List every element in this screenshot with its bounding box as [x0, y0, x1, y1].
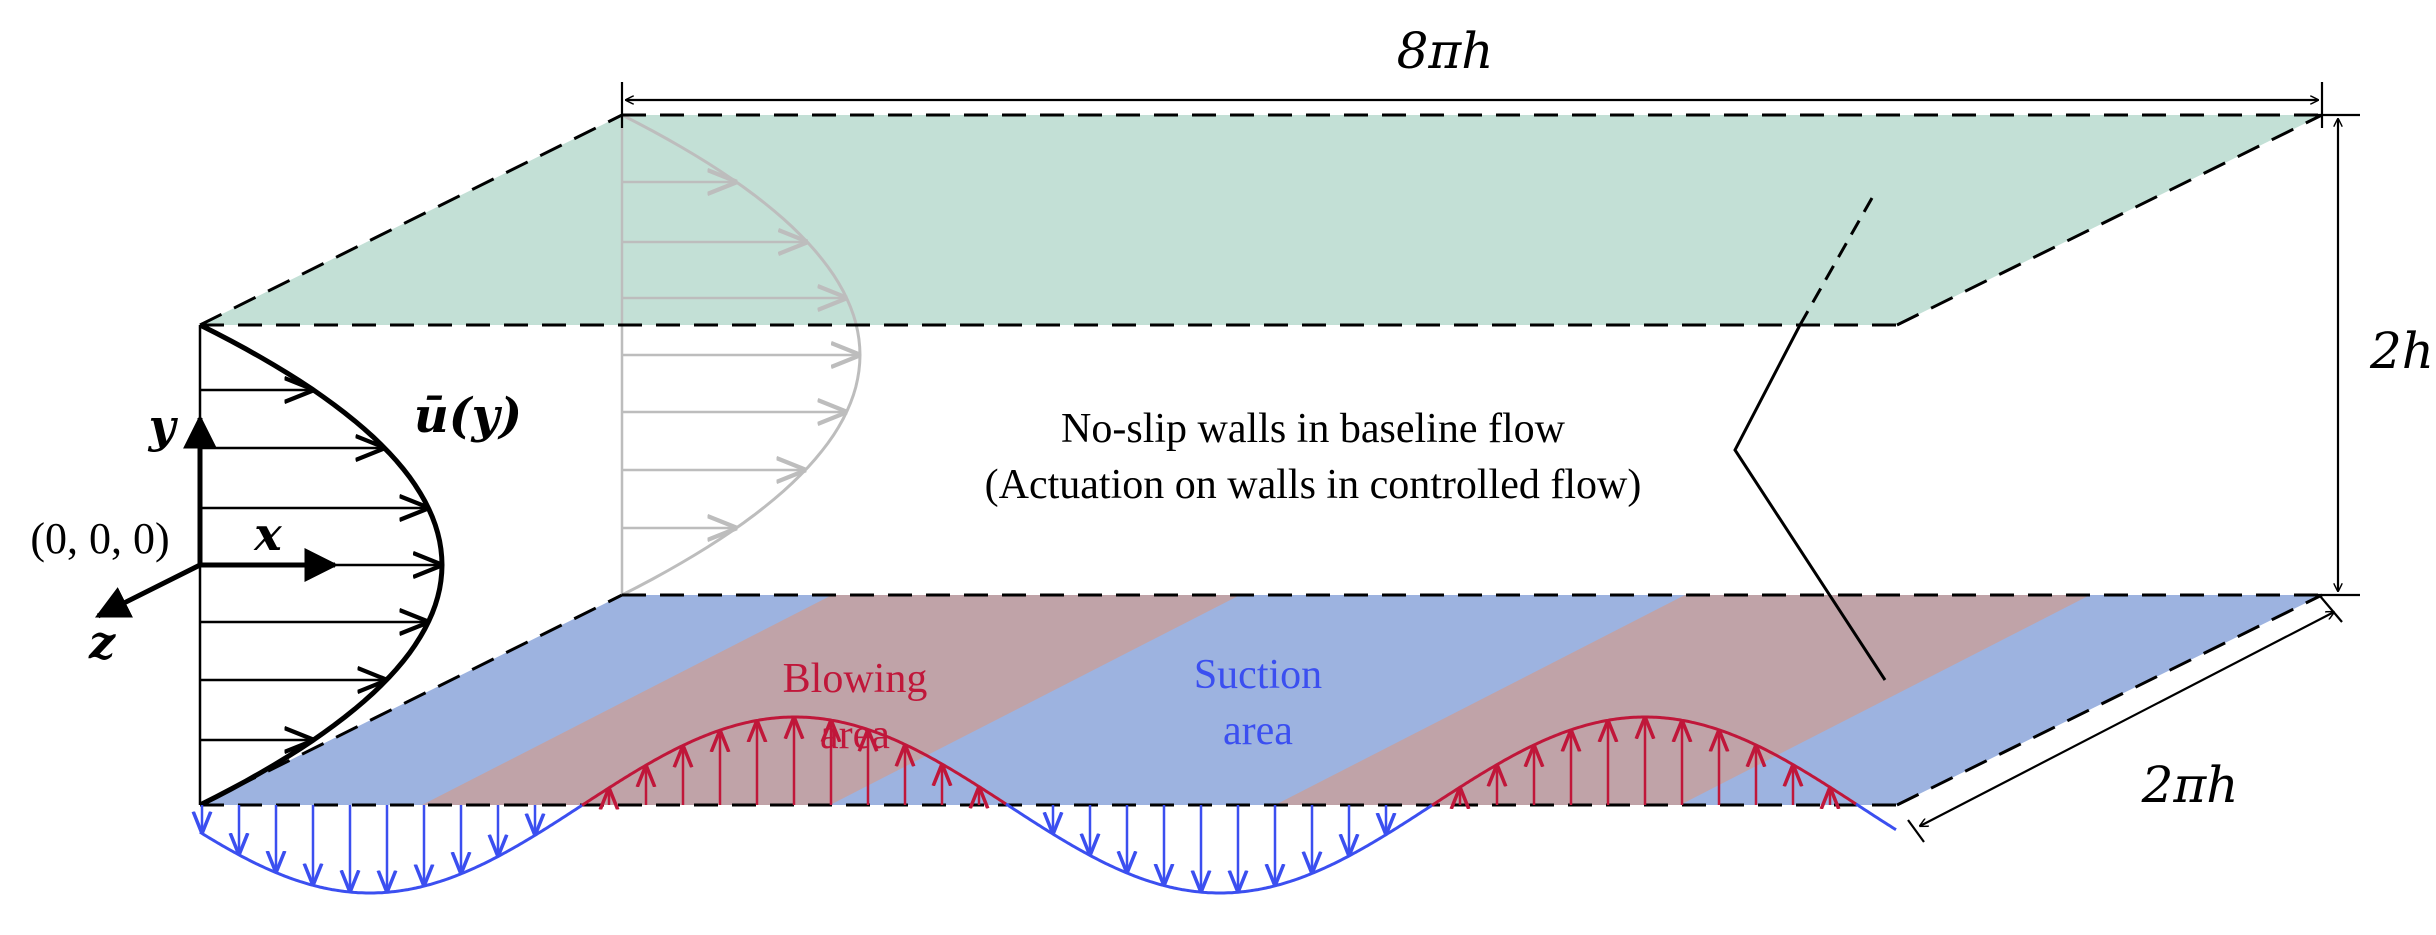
z-axis-label: z: [88, 615, 116, 669]
height-dimension: [2300, 113, 2360, 597]
suction-area-label-line1: Suction: [1194, 652, 1322, 698]
origin-label: (0, 0, 0): [30, 514, 169, 563]
suction-area-label-line2: area: [1223, 708, 1293, 754]
length-dimension: [620, 82, 2324, 128]
top-wall: [200, 115, 2322, 325]
suction-curve: [1005, 802, 1433, 895]
height-label: 2h: [2369, 322, 2434, 380]
y-axis-label: y: [148, 399, 179, 453]
callout-lines: [1733, 197, 1887, 681]
blowing-area-label-line2: area: [820, 712, 890, 758]
suction-curve: [1855, 802, 1897, 831]
z-axis-arrow: [94, 562, 202, 619]
length-label: 8πh: [1397, 22, 1494, 80]
suction-curve: [199, 804, 583, 895]
blowing-band-1: [422, 595, 1240, 805]
wall-actuation: [199, 715, 1897, 895]
x-axis-label: x: [253, 507, 282, 561]
width-label: 2πh: [2141, 756, 2239, 814]
width-dimension: [1907, 595, 2343, 843]
back-velocity-profile: [620, 113, 862, 597]
callout-text-line2: (Actuation on walls in controlled flow): [985, 462, 1642, 508]
callout-text-line1: No-slip walls in baseline flow: [1061, 406, 1566, 452]
velocity-profile-label: ū(y): [414, 388, 522, 444]
blowing-band-2: [1275, 595, 2090, 805]
blowing-area-label-line1: Blowing: [783, 656, 928, 702]
channel-outline: [199, 113, 2323, 807]
coordinate-axes: [94, 414, 339, 619]
